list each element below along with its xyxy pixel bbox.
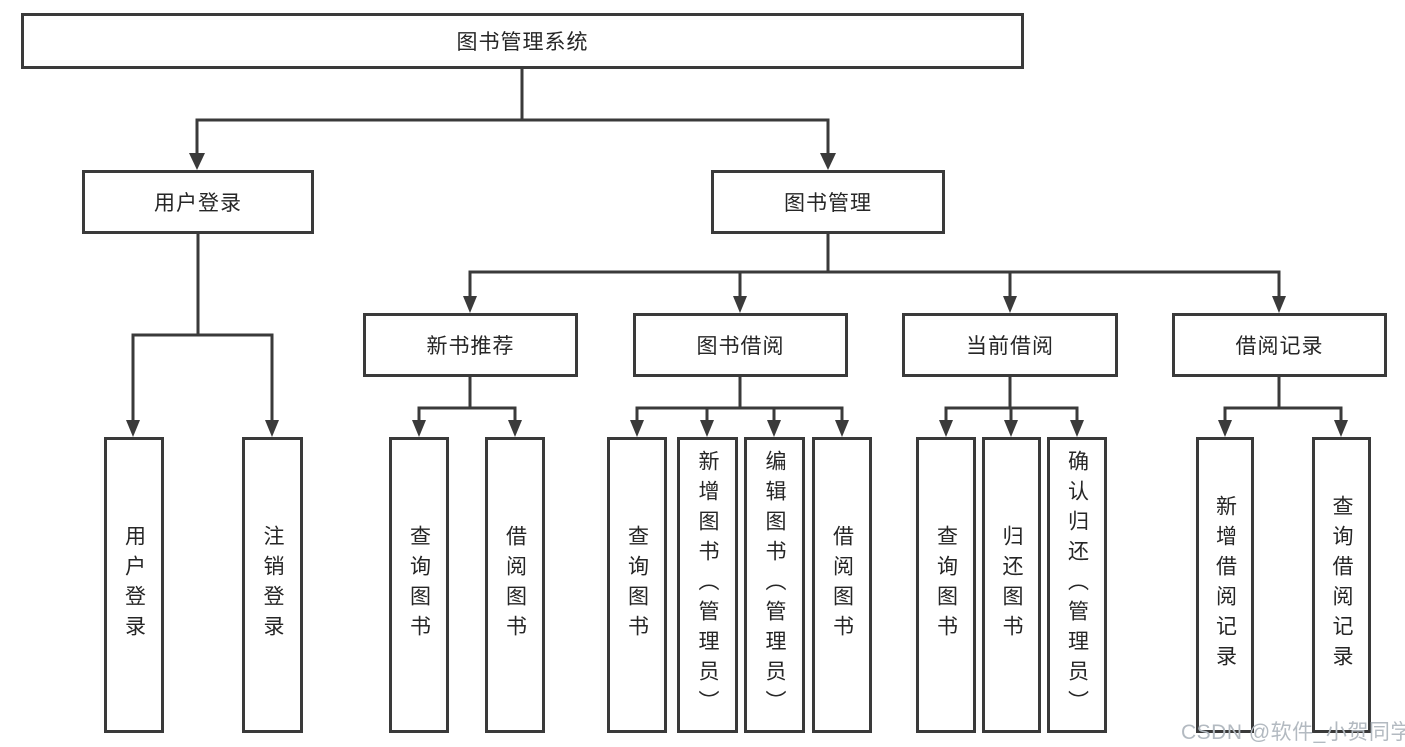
node-root-label: 图书管理系统	[456, 31, 589, 54]
node-user-login-label: 用户登录	[154, 192, 242, 215]
node-book-borrowing-label: 图书借阅	[696, 335, 785, 358]
leaf-current-return-books: 归还图书	[982, 437, 1041, 733]
leaf-newbook-query-books: 查询图书	[389, 437, 449, 733]
node-book-borrowing: 图书借阅	[633, 313, 848, 377]
leaf-current-query-books: 查询图书	[916, 437, 976, 733]
node-borrowing-records: 借阅记录	[1172, 313, 1387, 377]
leaf-logout: 注销登录	[242, 437, 303, 733]
leaf-records-add-record: 新增借阅记录	[1196, 437, 1254, 733]
leaf-newbook-borrow-books: 借阅图书	[485, 437, 545, 733]
leaf-records-query-record: 查询借阅记录	[1312, 437, 1371, 733]
leaf-borrowing-edit-books-admin: 编辑图书（管理员）	[744, 437, 805, 733]
node-user-login: 用户登录	[82, 170, 314, 234]
node-root: 图书管理系统	[21, 13, 1024, 69]
leaf-borrowing-query-books: 查询图书	[607, 437, 667, 733]
csdn-watermark: CSDN @软件_小贺同学	[1181, 721, 1405, 744]
node-borrowing-records-label: 借阅记录	[1235, 335, 1324, 358]
leaf-current-confirm-return-admin: 确认归还（管理员）	[1047, 437, 1107, 733]
node-current-borrowing-label: 当前借阅	[966, 335, 1054, 358]
leaf-user-login: 用户登录	[104, 437, 164, 733]
leaf-borrowing-add-books-admin: 新增图书（管理员）	[677, 437, 738, 733]
leaf-borrowing-borrow-books: 借阅图书	[812, 437, 872, 733]
node-new-book-recommend: 新书推荐	[363, 313, 578, 377]
node-current-borrowing: 当前借阅	[902, 313, 1118, 377]
node-book-management-label: 图书管理	[784, 192, 872, 215]
node-book-management: 图书管理	[711, 170, 945, 234]
node-new-book-recommend-label: 新书推荐	[426, 335, 515, 358]
